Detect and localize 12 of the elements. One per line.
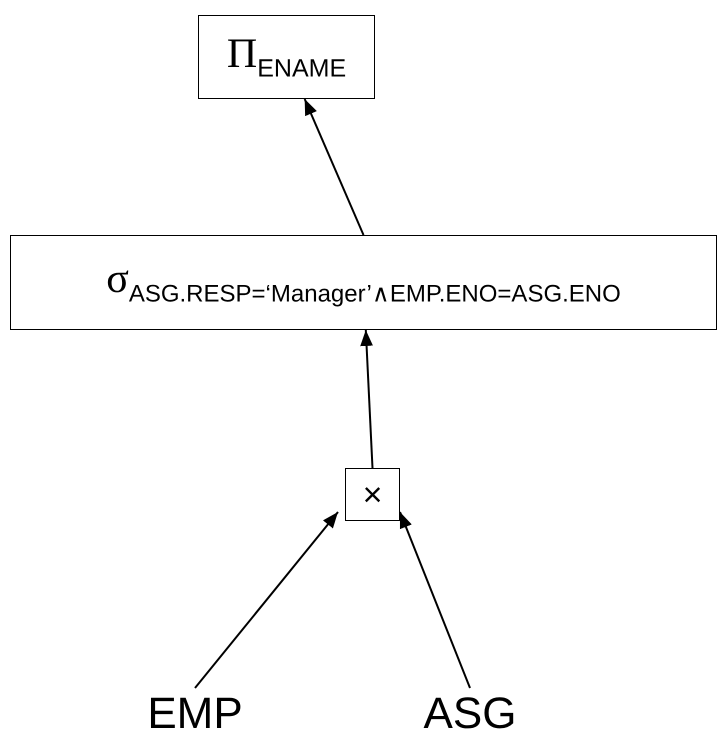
operator-box [10,235,717,330]
operator-box [345,468,400,521]
arrow [360,330,374,468]
selection-label: σ$_{ASG.RESP=‘Manager’∧EMP.ENO=ASG.ENO}$ [106,258,621,307]
arrow [399,512,471,688]
arrow [304,98,364,236]
product-label: × [362,478,382,512]
arrow [194,511,339,689]
operator-box [198,15,375,99]
relation-label: ASG [424,692,516,736]
relation-label: EMP [147,692,243,736]
projection-label: Π$_{ENAME}$ [226,32,346,82]
